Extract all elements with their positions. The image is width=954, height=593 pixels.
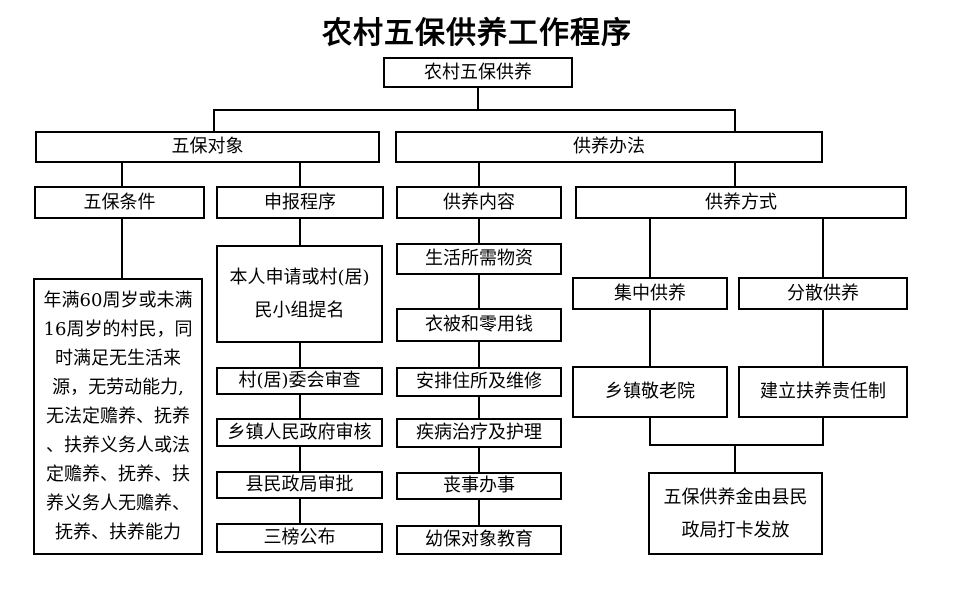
node-item-shenghuo-wuzi: 生活所需物资 [396,243,562,275]
node-fensan-gongyang: 分散供养 [738,277,908,310]
node-step-benren-shenqing: 本人申请或村(居) 民小组提名 [216,245,383,343]
node-gongyang-fangshi: 供养方式 [575,186,907,219]
node-step-sanbang-gongbu: 三榜公布 [216,523,383,553]
node-item-sangshi-banshi: 丧事办事 [396,472,562,500]
node-gongyang-banfa: 供养办法 [395,131,823,163]
node-wubao-duixiang: 五保对象 [35,131,380,163]
node-item-yibei-lingyongqian: 衣被和零用钱 [396,308,562,342]
node-fuyang-zerenzhi: 建立扶养责任制 [738,366,908,418]
node-item-youbao-jiaoyu: 幼保对象教育 [396,525,562,555]
node-item-zhusuo-weixiu: 安排住所及维修 [396,367,562,397]
node-wubao-tiaojian: 五保条件 [34,186,205,219]
node-daka-fafang: 五保供养金由县民 政局打卡发放 [648,472,823,555]
node-step-minzhengju-shenpi: 县民政局审批 [216,471,383,499]
node-jinglaoyuan: 乡镇敬老院 [572,366,728,418]
node-root: 农村五保供养 [383,57,573,88]
node-shenbao-chengxu: 申报程序 [216,186,384,219]
node-gongyang-neirong: 供养内容 [396,186,562,219]
node-item-jibing-zhiliao: 疾病治疗及护理 [396,418,562,448]
page-title: 农村五保供养工作程序 [322,16,632,51]
node-step-weihui-shencha: 村(居)委会审查 [216,367,383,395]
node-tiaojian-detail: 年满60周岁或未满 16周岁的村民，同 时满足无生活来 源，无劳动能力, 无法定… [33,278,203,555]
node-step-zhengfu-shenhe: 乡镇人民政府审核 [216,418,383,447]
node-jizhong-gongyang: 集中供养 [572,277,728,310]
